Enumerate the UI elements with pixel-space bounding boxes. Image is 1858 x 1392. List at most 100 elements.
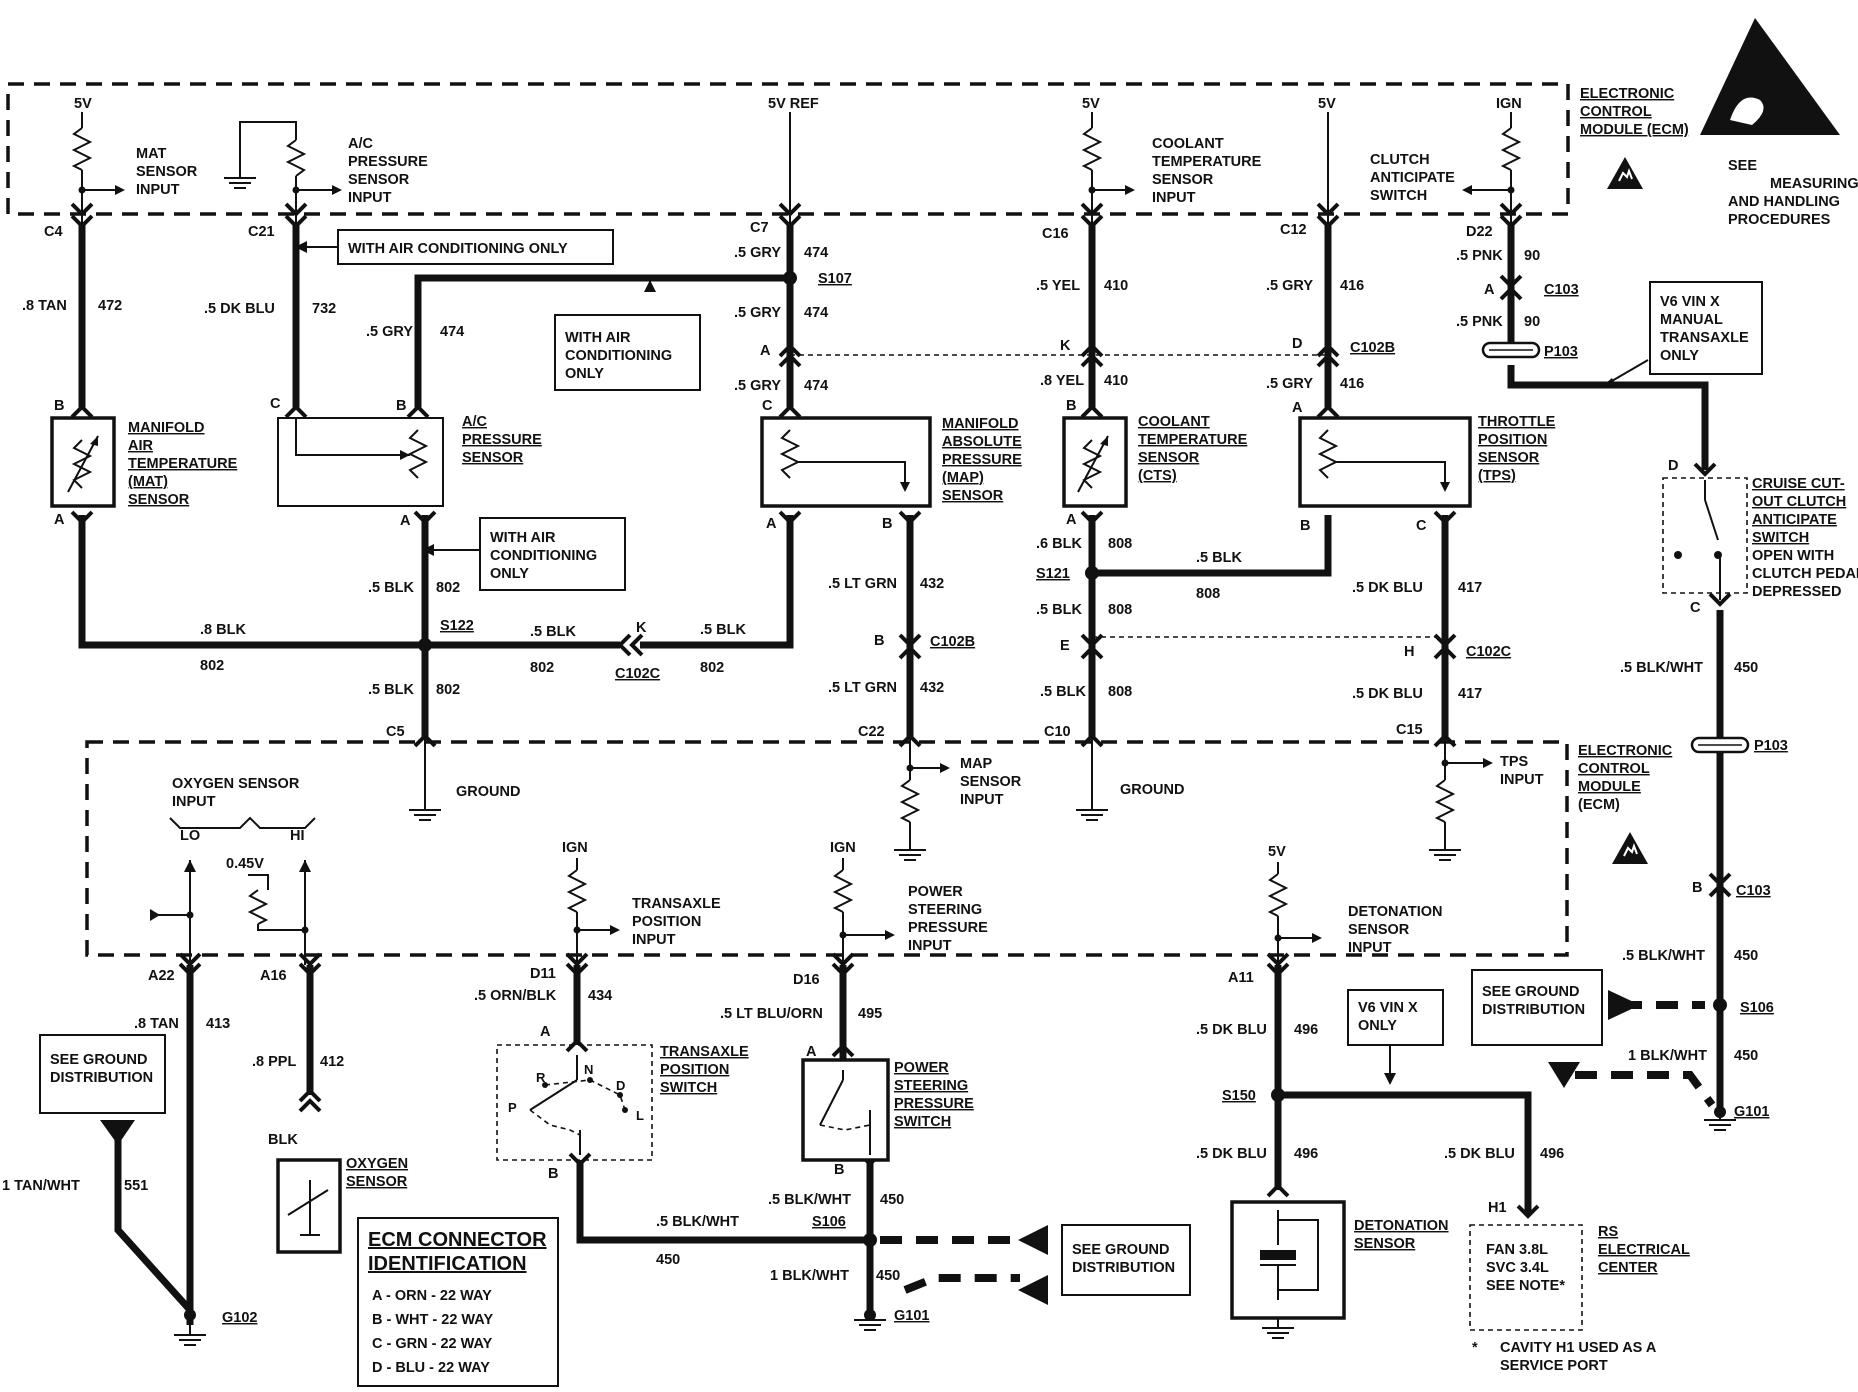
conn-c102b-lower: C102B xyxy=(930,634,975,650)
note-v6-manual-4: ONLY xyxy=(1660,348,1699,364)
comp-cruise-1: CRUISE CUT- xyxy=(1752,476,1845,492)
det-input-1: DETONATION xyxy=(1348,904,1443,920)
comp-tps-3: SENSOR xyxy=(1478,450,1540,466)
wire-416-a-color: .5 GRY xyxy=(1266,278,1313,294)
legend-item-d: D - BLU - 22 WAY xyxy=(372,1360,490,1376)
map-input-3: INPUT xyxy=(960,792,1004,808)
pin-c21: C21 xyxy=(248,224,275,240)
transaxle-switch-box xyxy=(496,1044,653,1161)
cts-input-4: INPUT xyxy=(1152,190,1196,206)
conn-c102c-right: C102C xyxy=(1466,644,1512,660)
wire-90-a-color: .5 PNK xyxy=(1456,248,1503,264)
wire-450-b3-num: 450 xyxy=(876,1268,900,1284)
wire-blk: BLK xyxy=(268,1132,298,1148)
wire-474-c7-num: 474 xyxy=(804,245,828,261)
comp-map-1: MANIFOLD xyxy=(942,416,1019,432)
note-ground-dist-r-2: DISTRIBUTION xyxy=(1482,1002,1585,1018)
supply-5v-mat: 5V xyxy=(74,96,92,112)
wire-450-r1-num: 450 xyxy=(1734,660,1758,676)
esd-warning-icon xyxy=(1700,18,1840,135)
note-cavity-2: SERVICE PORT xyxy=(1500,1358,1608,1374)
legend-box xyxy=(357,1217,559,1387)
comp-map-3: PRESSURE xyxy=(942,452,1022,468)
note-box-ground-dist-b xyxy=(1061,1224,1191,1296)
wire-802-mat-num: 802 xyxy=(200,658,224,674)
note-box-ac-only-1 xyxy=(337,229,614,265)
legend-item-c: C - GRN - 22 WAY xyxy=(372,1336,493,1352)
comp-mat-5: SENSOR xyxy=(128,492,190,508)
letter-b-tps: B xyxy=(1300,518,1310,534)
wire-network xyxy=(78,222,1724,1325)
wire-496-a-color: .5 DK BLU xyxy=(1196,1022,1267,1038)
comp-ac-1: A/C xyxy=(462,414,488,430)
comp-oxygen-1: OXYGEN xyxy=(346,1156,408,1172)
note-ac-only-2c: ONLY xyxy=(565,366,604,382)
wire-802-map-color: .5 BLK xyxy=(700,622,746,638)
supply-5v-cts: 5V xyxy=(1082,96,1100,112)
conn-c103-upper: C103 xyxy=(1544,282,1579,298)
comp-mat-1: MANIFOLD xyxy=(128,420,205,436)
wire-432-a-color: .5 LT GRN xyxy=(828,576,897,592)
o2-lo: LO xyxy=(180,828,200,844)
splice-s107: S107 xyxy=(818,271,852,287)
esd-note-3: AND HANDLING xyxy=(1728,194,1840,210)
wire-417-a-num: 417 xyxy=(1458,580,1482,596)
wire-495-num: 495 xyxy=(858,1006,882,1022)
pin-d16: D16 xyxy=(793,972,820,988)
wire-474-ac-num: 474 xyxy=(440,324,464,340)
ground-dist-arrow-bottom-1 xyxy=(1018,1225,1048,1255)
pin-a16: A16 xyxy=(260,968,287,984)
letter-c-cruise: C xyxy=(1690,600,1701,616)
wire-450-r3-num: 450 xyxy=(1734,1048,1758,1064)
legend-title-2: IDENTIFICATION xyxy=(368,1253,527,1275)
wire-802-ac-color: .5 BLK xyxy=(368,580,414,596)
comp-ps-2: STEERING xyxy=(894,1078,968,1094)
wire-732-num: 732 xyxy=(312,301,336,317)
conn-c102c-left: C102C xyxy=(615,666,661,682)
pin-c10: C10 xyxy=(1044,724,1071,740)
wire-808-c-color: .5 BLK xyxy=(1040,684,1086,700)
ecm-lower-label-1: ELECTRONIC xyxy=(1578,743,1673,759)
pin-c7: C7 xyxy=(750,220,769,236)
note-ground-dist-b-1: SEE GROUND xyxy=(1072,1242,1170,1258)
wire-496-c-color: .5 DK BLU xyxy=(1444,1146,1515,1162)
letter-a-mat: A xyxy=(54,512,65,528)
note-ac-only-2b: CONDITIONING xyxy=(565,348,672,364)
conn-p103-lower: P103 xyxy=(1754,738,1788,754)
pin-c16: C16 xyxy=(1042,226,1069,242)
cts-input-2: TEMPERATURE xyxy=(1152,154,1262,170)
comp-transaxle-1: TRANSAXLE xyxy=(660,1044,749,1060)
clutch-input-2: ANTICIPATE xyxy=(1370,170,1455,186)
wire-808-c-num: 808 xyxy=(1108,684,1132,700)
p103-plug-lower xyxy=(1690,736,1750,754)
wire-410-b-color: .8 YEL xyxy=(1040,373,1084,389)
wire-808-b-color: .5 BLK xyxy=(1036,602,1082,618)
ac-input-1: A/C xyxy=(348,136,374,152)
letter-k-c102c: K xyxy=(636,620,647,636)
note-ground-dist-l-1: SEE GROUND xyxy=(50,1052,148,1068)
ecm-lower-internals xyxy=(150,740,1493,965)
transaxle-input-2: POSITION xyxy=(632,914,701,930)
wire-450-r3-color: 1 BLK/WHT xyxy=(1628,1048,1707,1064)
ecm-lower-label-2: CONTROL xyxy=(1578,761,1650,777)
comp-mat-4: (MAT) xyxy=(128,474,168,490)
ground-g101-right: G101 xyxy=(1734,1104,1769,1120)
letter-b-c103: B xyxy=(1692,880,1702,896)
note-cavity-1: CAVITY H1 USED AS A xyxy=(1500,1340,1657,1356)
pin-c22: C22 xyxy=(858,724,885,740)
comp-rs-2: ELECTRICAL xyxy=(1598,1242,1690,1258)
letter-a-map: A xyxy=(766,516,777,532)
note-box-ground-dist-r xyxy=(1471,969,1603,1046)
ecm-lower-label-3: MODULE xyxy=(1578,779,1641,795)
power-steering-switch-box xyxy=(801,1058,890,1162)
note-ac-only-3b: CONDITIONING xyxy=(490,548,597,564)
transaxle-input-1: TRANSAXLE xyxy=(632,896,721,912)
wire-472-color: .8 TAN xyxy=(22,298,67,314)
comp-map-2: ABSOLUTE xyxy=(942,434,1022,450)
letter-a-ac: A xyxy=(400,513,411,529)
comp-ps-1: POWER xyxy=(894,1060,949,1076)
o2-hi: HI xyxy=(290,828,305,844)
ecm-label-1: ELECTRONIC xyxy=(1580,86,1675,102)
legend-title-1: ECM CONNECTOR xyxy=(368,1229,547,1251)
